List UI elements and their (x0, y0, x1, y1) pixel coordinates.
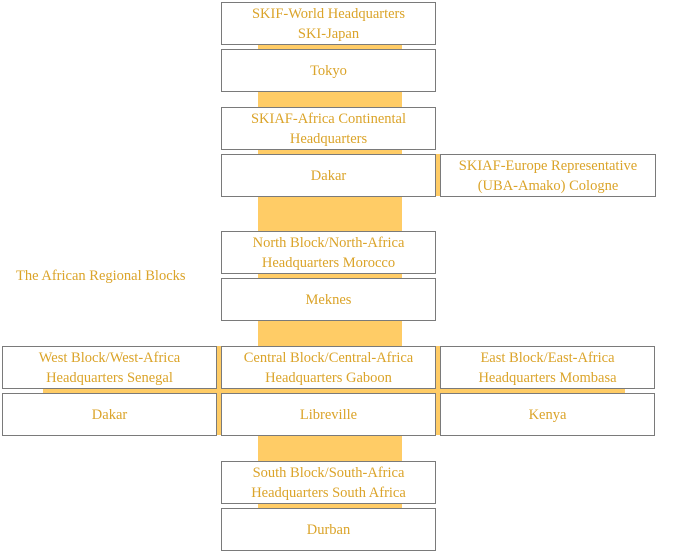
east-block-box: East Block/East-Africa Headquarters Momb… (440, 346, 655, 389)
west-block-box: West Block/West-Africa Headquarters Sene… (2, 346, 217, 389)
connector-left (214, 346, 223, 435)
dakar-hq-box: Dakar (221, 154, 436, 197)
south-block-box: South Block/South-Africa Headquarters So… (221, 461, 436, 504)
horizontal-connector (43, 386, 625, 395)
kenya-box: Kenya (440, 393, 655, 436)
west-dakar-box: Dakar (2, 393, 217, 436)
central-block-box: Central Block/Central-Africa Headquarter… (221, 346, 436, 389)
meknes-box: Meknes (221, 278, 436, 321)
durban-box: Durban (221, 508, 436, 551)
north-block-box: North Block/North-Africa Headquarters Mo… (221, 231, 436, 274)
tokyo-box: Tokyo (221, 49, 436, 92)
connector-right (433, 346, 442, 435)
connector-europe (433, 154, 442, 196)
libreville-box: Libreville (221, 393, 436, 436)
world-hq-box: SKIF-World Headquarters SKI-Japan (221, 2, 436, 45)
europe-rep-box: SKIAF-Europe Representative (UBA-Amako) … (440, 154, 656, 197)
africa-hq-box: SKIAF-Africa Continental Headquarters (221, 107, 436, 150)
regional-blocks-label: The African Regional Blocks (16, 268, 186, 284)
